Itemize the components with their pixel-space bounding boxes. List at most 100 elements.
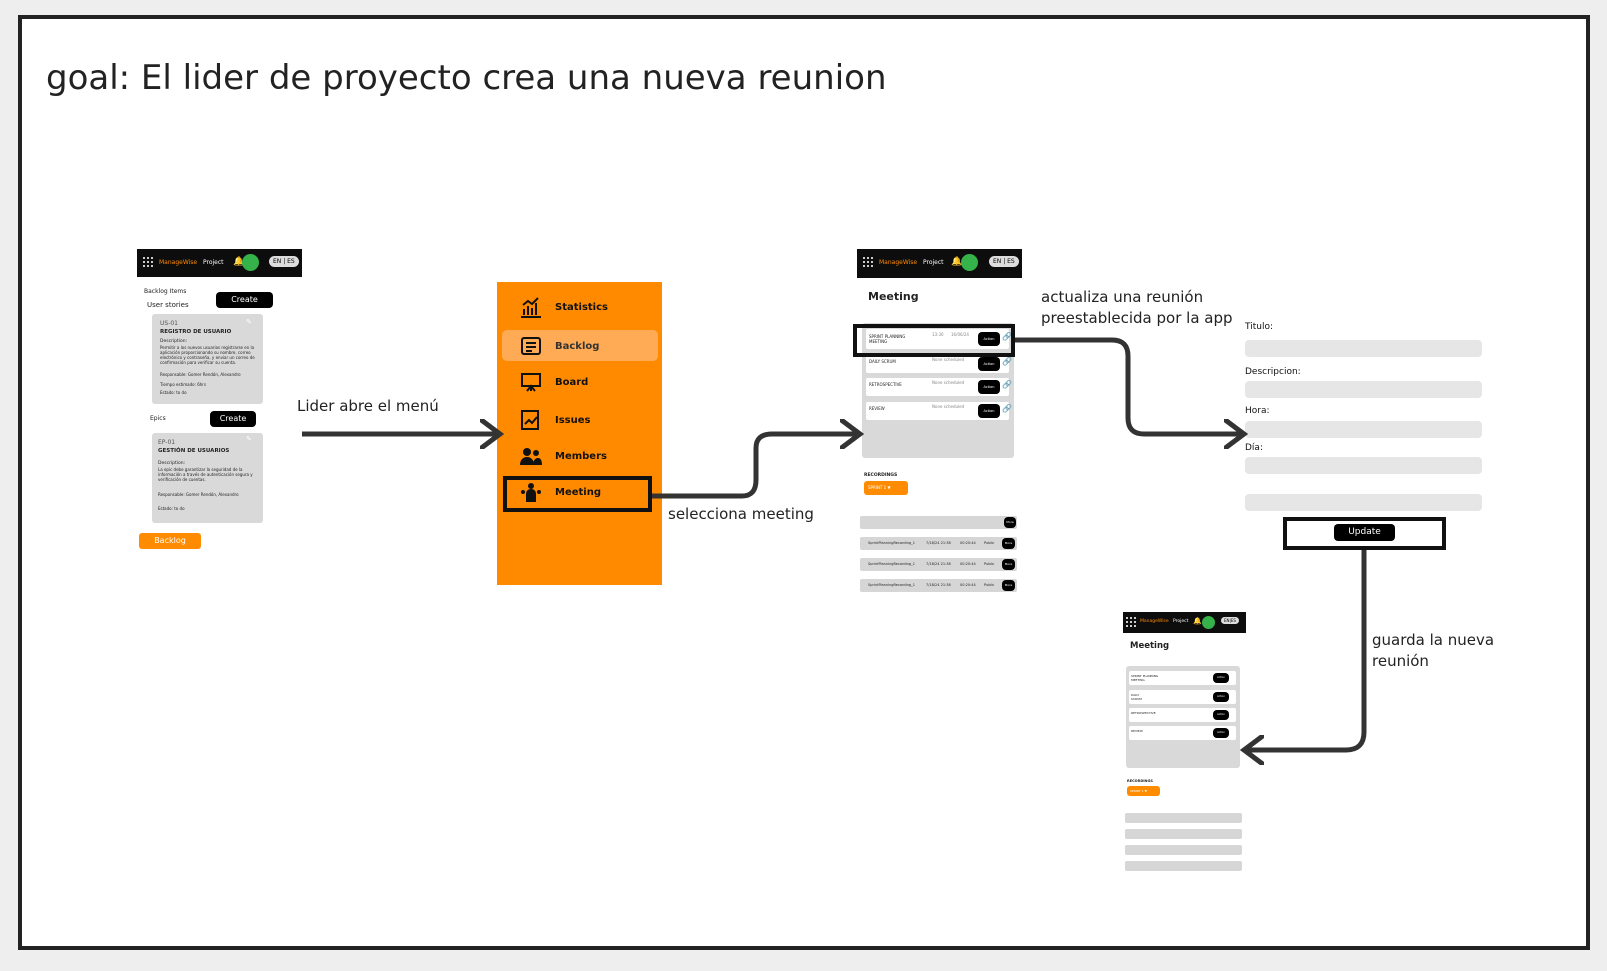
arrow-select-meeting (652, 434, 856, 499)
story-card[interactable]: US-01 ✎ REGISTRO DE USUARIO Description:… (152, 314, 263, 404)
bell-icon[interactable]: 🔔 (951, 257, 963, 267)
menu-label: Statistics (555, 301, 608, 313)
titulo-label: Titulo: (1245, 322, 1273, 332)
bell-icon[interactable]: 🔔 (1193, 617, 1202, 625)
lang-toggle[interactable]: EN | ES (989, 256, 1019, 267)
recording-duration: 00:20:44 (960, 541, 976, 545)
link-icon[interactable]: 🔗 (1002, 380, 1012, 389)
epic-description: La epic debe garantizar la seguridad de … (158, 467, 253, 482)
app-topbar: ManageWise Project 🔔 EN | ES (137, 249, 302, 277)
meeting-action-button[interactable]: Action (978, 380, 1000, 394)
edit-icon[interactable]: ✎ (246, 318, 252, 326)
epic-card[interactable]: EP-01 ✎ GESTIÓN DE USUARIOS Description:… (152, 433, 263, 523)
link-icon[interactable]: 🔗 (1002, 404, 1012, 413)
sprint-select[interactable]: SPRINT 1 ▼ (1127, 786, 1160, 796)
meeting-action-button[interactable]: Action (1213, 728, 1229, 738)
hora-input[interactable] (1245, 421, 1482, 438)
edit-icon[interactable]: ✎ (246, 435, 252, 443)
create-epic-button[interactable]: Create (210, 411, 256, 427)
link-icon[interactable]: 🔗 (1002, 332, 1012, 341)
menu-item-statistics[interactable]: Statistics (519, 295, 608, 319)
user-stories-label: User stories (147, 301, 189, 309)
label-select-meeting: selecciona meeting (668, 505, 814, 523)
meeting-action-button[interactable]: Action (1213, 673, 1229, 683)
descripcion-input[interactable] (1245, 381, 1482, 398)
meeting-name: REVIEW (869, 406, 885, 411)
recording-row[interactable] (1125, 829, 1242, 839)
recording-visibility: Public (984, 583, 995, 587)
menu-item-issues[interactable]: Issues (519, 408, 590, 432)
lang-toggle[interactable]: EN|ES (1221, 617, 1239, 624)
titulo-input[interactable] (1245, 340, 1482, 357)
issues-icon (521, 410, 539, 430)
side-menu: Statistics Backlog Board Issues Members … (497, 282, 662, 585)
meeting-action-button[interactable]: Action (1213, 692, 1229, 702)
diagram-frame (18, 15, 1590, 950)
preset-meeting-highlight (853, 324, 1015, 357)
epic-state: Estado: to do (158, 506, 185, 511)
meeting-name: RETROSPECTIVE (869, 382, 902, 387)
meeting-action-button[interactable]: Action (978, 404, 1000, 418)
brand-logo: ManageWise (1140, 619, 1169, 624)
menu-item-members[interactable]: Members (519, 444, 607, 468)
recording-row[interactable]: SprintPlanningRecording_1 7/18/24 21:38 … (860, 579, 1017, 592)
apps-grid-icon[interactable] (863, 257, 873, 267)
sprint-select[interactable]: SPRINT 1 ▼ (864, 481, 908, 495)
more-button[interactable]: More (1002, 580, 1015, 591)
extra-input[interactable] (1245, 494, 1482, 511)
more-button[interactable]: More (1002, 538, 1015, 549)
update-button[interactable]: Update (1334, 524, 1395, 541)
meeting-row[interactable]: RETROSPECTIVE Action (1129, 708, 1236, 722)
more-button[interactable]: More (1004, 517, 1016, 528)
apps-grid-icon[interactable] (1126, 617, 1136, 627)
section-label: Project (923, 259, 944, 266)
label-open-menu: Lider abre el menú (297, 397, 439, 415)
menu-label: Issues (555, 414, 591, 426)
menu-item-board[interactable]: Board (519, 370, 588, 394)
meeting-name: SPRINT PLANNING MEETING (869, 334, 906, 344)
meeting-action-button[interactable]: Action (978, 332, 1000, 346)
avatar-icon[interactable] (961, 254, 978, 271)
update-highlight-box (1283, 517, 1446, 550)
backlog-button[interactable]: Backlog (139, 533, 201, 549)
meeting-row[interactable]: DAILY SCRUM Action (1129, 690, 1236, 704)
meeting-row[interactable]: REVIEW Action (1129, 726, 1236, 740)
meeting-status: None scheduled (932, 404, 965, 409)
goal-title: goal: El lider de proyecto crea una nuev… (46, 58, 887, 98)
epic-title: GESTIÓN DE USUARIOS (158, 448, 230, 454)
menu-item-meeting[interactable]: Meeting (519, 480, 601, 504)
recording-row[interactable]: SprintPlanningRecording_1 7/18/24 21:38 … (860, 537, 1017, 550)
meeting-row[interactable]: DAILY SCRUM None scheduled Action 🔗 (866, 355, 1012, 373)
meeting-action-button[interactable]: Action (978, 357, 1000, 371)
recording-name: SprintPlanningRecording_1 (868, 562, 916, 566)
recording-row[interactable]: SprintPlanningRecording_1 7/18/24 21:38 … (860, 558, 1017, 571)
meeting-row[interactable]: SPRINT PLANNING MEETING 13:30 16/06/24 A… (866, 329, 1012, 349)
link-icon[interactable]: 🔗 (1002, 357, 1012, 366)
chart-icon (521, 297, 541, 318)
meeting-name: DAILY SCRUM (869, 359, 896, 364)
apps-grid-icon[interactable] (143, 257, 153, 267)
create-story-button[interactable]: Create (216, 292, 273, 308)
story-id: US-01 (160, 320, 178, 327)
menu-label: Backlog (555, 340, 600, 352)
bell-icon[interactable]: 🔔 (233, 257, 245, 267)
recording-name: SprintPlanningRecording_1 (868, 583, 916, 587)
recording-row[interactable] (1125, 845, 1242, 855)
meeting-time: 13:30 (932, 332, 944, 337)
meeting-list-panel: SPRINT PLANNING MEETING Action DAILY SCR… (1126, 666, 1240, 768)
section-label: Project (1173, 619, 1189, 624)
backlog-icon (521, 337, 541, 355)
meeting-name: DAILY SCRUM (1131, 693, 1142, 701)
menu-item-backlog[interactable]: Backlog (519, 334, 599, 358)
more-button[interactable]: More (1002, 559, 1015, 570)
avatar-icon[interactable] (1202, 616, 1215, 629)
meeting-action-button[interactable]: Action (1213, 710, 1229, 720)
meeting-highlight-box (503, 476, 652, 512)
dia-input[interactable] (1245, 457, 1482, 474)
meeting-row[interactable]: RETROSPECTIVE None scheduled Action 🔗 (866, 378, 1012, 396)
lang-toggle[interactable]: EN | ES (269, 256, 299, 267)
meeting-row[interactable]: REVIEW None scheduled Action 🔗 (866, 402, 1012, 420)
avatar-icon[interactable] (242, 254, 259, 271)
recording-row[interactable] (1125, 861, 1242, 871)
meeting-row[interactable]: SPRINT PLANNING MEETING Action (1129, 671, 1236, 685)
